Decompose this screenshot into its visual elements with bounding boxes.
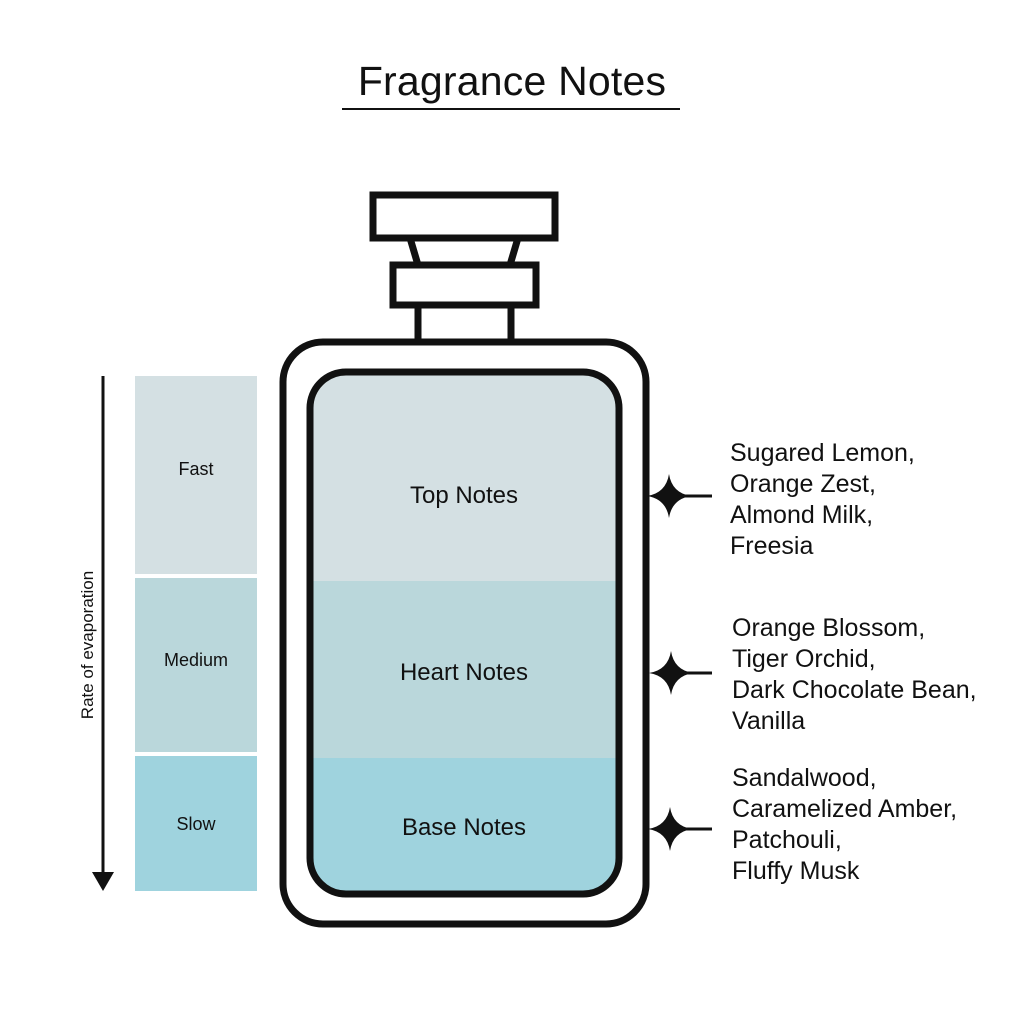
list-item: Tiger Orchid, bbox=[732, 645, 876, 673]
perfume-bottle-icon bbox=[279, 191, 650, 928]
layer-base bbox=[310, 758, 619, 894]
list-item: Orange Blossom, bbox=[732, 614, 926, 642]
speed-label-medium: Medium bbox=[163, 650, 229, 670]
four-point-star-icon bbox=[649, 651, 712, 695]
speed-block-medium bbox=[135, 578, 257, 752]
layer-heart bbox=[310, 581, 619, 758]
layer-label-base: Base Notes bbox=[402, 814, 526, 841]
list-item: Sugared Lemon, bbox=[730, 439, 915, 467]
list-item: Freesia bbox=[730, 532, 814, 560]
heart-notes-list: Orange Blossom, Tiger Orchid, Dark Choco… bbox=[732, 613, 977, 737]
page-title: Fragrance Notes bbox=[357, 58, 667, 104]
list-item: Sandalwood, bbox=[732, 764, 877, 792]
list-item: Almond Milk, bbox=[730, 501, 874, 529]
list-item: Dark Chocolate Bean, bbox=[732, 676, 977, 704]
four-point-star-icon bbox=[648, 807, 712, 851]
speed-block-slow bbox=[135, 756, 257, 891]
layer-label-top: Top Notes bbox=[410, 482, 518, 509]
speed-label-slow: Slow bbox=[176, 814, 216, 834]
title-underline bbox=[342, 108, 680, 110]
list-item: Orange Zest, bbox=[730, 470, 876, 498]
list-item: Caramelized Amber, bbox=[732, 795, 958, 823]
list-item: Vanilla bbox=[732, 707, 806, 735]
layer-label-heart: Heart Notes bbox=[400, 659, 528, 686]
four-point-star-icon bbox=[647, 474, 712, 518]
speed-block-fast bbox=[135, 376, 257, 574]
evaporation-axis-label: Rate of evaporation bbox=[78, 570, 97, 720]
top-notes-list: Sugared Lemon, Orange Zest, Almond Milk,… bbox=[730, 438, 915, 562]
down-arrow-icon bbox=[92, 376, 114, 891]
list-item: Patchouli, bbox=[732, 826, 842, 854]
base-notes-list: Sandalwood, Caramelized Amber, Patchouli… bbox=[732, 763, 957, 887]
layer-top bbox=[310, 372, 619, 581]
speed-label-fast: Fast bbox=[178, 459, 214, 479]
list-item: Fluffy Musk bbox=[732, 857, 860, 885]
